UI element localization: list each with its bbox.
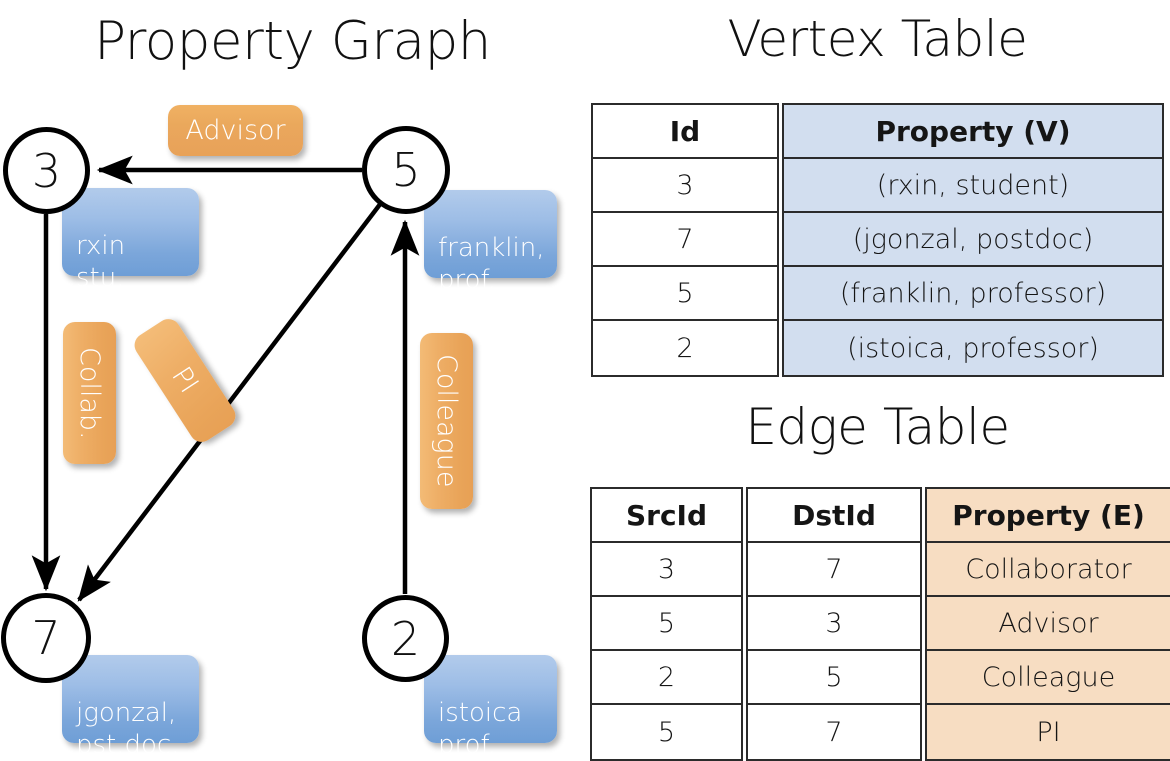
edge-label-collab: Collab.: [63, 322, 116, 464]
page-title-edge-table: Edge Table: [745, 398, 1010, 456]
graph-node-5-label: 5: [391, 143, 421, 197]
vertex-property-box-2: istoica prof.: [424, 655, 557, 760]
property-graph-panel: Property Graph Advisor Collab. PI: [0, 0, 585, 760]
table-row: 5: [592, 597, 741, 651]
graph-node-7-label: 7: [31, 611, 61, 665]
edge-table-header-dstid: DstId: [748, 489, 920, 543]
vertex-property-box-5: franklin, prof.: [424, 190, 557, 295]
vertex-property-box-7: jgonzal, pst.doc.: [62, 655, 199, 760]
edge-label-pi-text: PI: [165, 361, 205, 400]
table-row: (franklin, professor): [784, 267, 1162, 321]
table-row: 2: [593, 321, 777, 375]
edge-label-colleague-text: Colleague: [431, 354, 462, 488]
graph-node-2[interactable]: 2: [362, 595, 449, 682]
vertex-property-box-3: rxin stu.: [62, 188, 199, 293]
edge-label-colleague: Colleague: [420, 333, 473, 509]
graph-node-3[interactable]: 3: [3, 127, 90, 214]
table-row: (istoica, professor): [784, 321, 1162, 375]
edge-label-collab-text: Collab.: [74, 346, 105, 440]
edge-label-advisor: Advisor: [168, 105, 303, 156]
vertex-table-header-id: Id: [593, 105, 777, 159]
table-row: 7: [593, 213, 777, 267]
edge-table-header-srcid: SrcId: [592, 489, 741, 543]
page-title-vertex-table: Vertex Table: [727, 10, 1028, 68]
table-row: 3: [593, 159, 777, 213]
table-row: 3: [748, 597, 920, 651]
table-row: Colleague: [927, 651, 1170, 705]
table-row: PI: [927, 705, 1170, 759]
graph-node-5[interactable]: 5: [362, 126, 450, 214]
table-row: (jgonzal, postdoc): [784, 213, 1162, 267]
table-row: 7: [748, 705, 920, 759]
table-row: 2: [592, 651, 741, 705]
table-row: 7: [748, 543, 920, 597]
table-row: 5: [593, 267, 777, 321]
edge-table-dstid-column: DstId 7 3 5 7: [746, 487, 922, 761]
vertex-table-id-column: Id 3 7 5 2: [591, 103, 779, 377]
vertex-table: Id 3 7 5 2 Property (V) (rxin, student) …: [591, 103, 1164, 377]
vertex-table-header-property: Property (V): [784, 105, 1162, 159]
table-row: 5: [592, 705, 741, 759]
edge-label-advisor-text: Advisor: [185, 115, 286, 146]
vertex-table-property-column: Property (V) (rxin, student) (jgonzal, p…: [782, 103, 1164, 377]
graph-edges-layer: [31, 155, 420, 602]
edge-table: SrcId 3 5 2 5 DstId 7 3 5 7 Property (E)…: [590, 487, 1170, 761]
table-row: Collaborator: [927, 543, 1170, 597]
table-row: Advisor: [927, 597, 1170, 651]
vertex-property-text-2: istoica prof.: [438, 698, 523, 760]
graph-node-3-label: 3: [31, 143, 62, 198]
table-row: 5: [748, 651, 920, 705]
table-row: (rxin, student): [784, 159, 1162, 213]
vertex-property-text-5: franklin, prof.: [438, 233, 545, 295]
vertex-property-text-7: jgonzal, pst.doc.: [76, 698, 180, 760]
edge-table-srcid-column: SrcId 3 5 2 5: [590, 487, 743, 761]
graph-node-7[interactable]: 7: [1, 593, 91, 683]
graph-node-2-label: 2: [390, 611, 421, 666]
edge-5-to-7-pi: [77, 201, 383, 602]
edge-table-header-property: Property (E): [927, 489, 1170, 543]
vertex-property-text-3: rxin stu.: [76, 231, 126, 293]
table-row: 3: [592, 543, 741, 597]
edge-table-property-column: Property (E) Collaborator Advisor Collea…: [925, 487, 1170, 761]
page-title-property-graph: Property Graph: [94, 11, 491, 72]
